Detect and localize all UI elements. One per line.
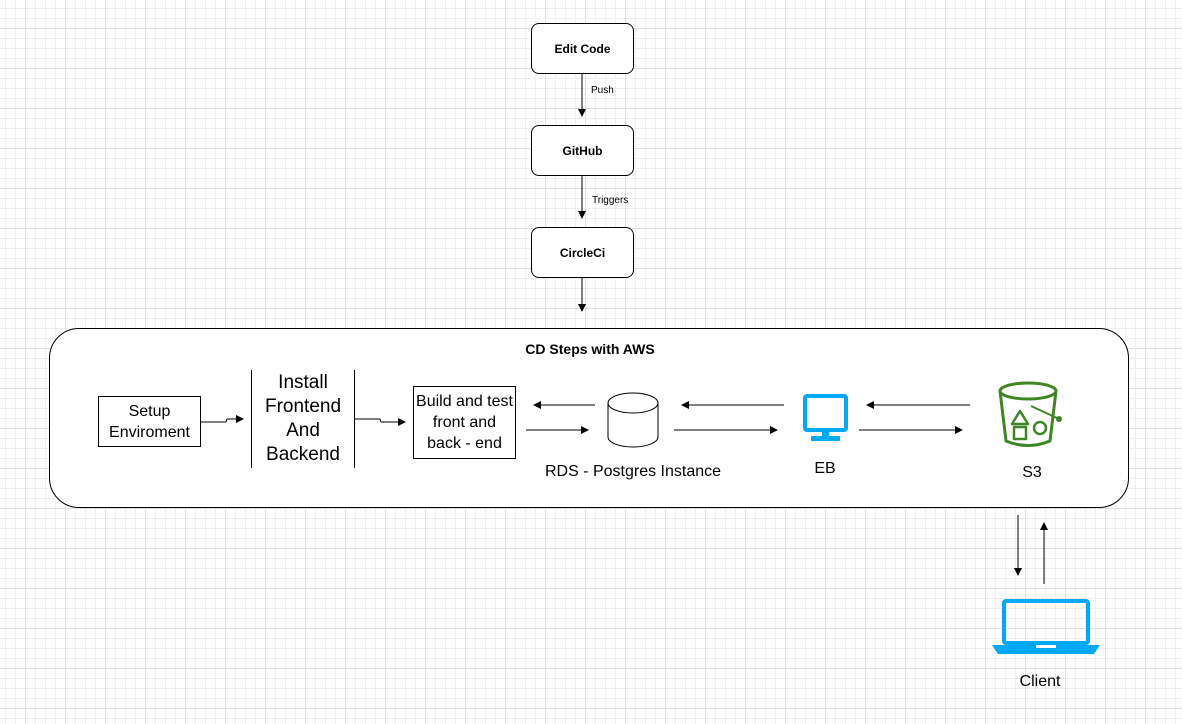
setup-environment-label: Setup Enviroment [109,402,190,441]
edit-code-label: Edit Code [554,41,611,56]
push-edge-label: Push [591,85,614,96]
install-dependencies-step: Install Frontend And Backend [251,370,355,468]
build-test-step: Build and test front and back - end [413,386,516,459]
cd-steps-container [49,328,1129,508]
github-node: GitHub [531,125,634,176]
circleci-label: CircleCi [559,245,606,260]
circleci-node: CircleCi [531,227,634,278]
github-label: GitHub [562,143,603,158]
rds-label: RDS - Postgres Instance [544,463,722,480]
build-test-label: Build and test front and back - end [416,393,513,452]
triggers-edge-label: Triggers [592,195,629,206]
edit-code-node: Edit Code [531,23,634,74]
client-label: Client [1019,673,1061,690]
setup-environment-step: Setup Enviroment [98,396,201,447]
install-dependencies-label: Install Frontend And Backend [264,372,342,465]
s3-label: S3 [1022,464,1042,481]
laptop-icon [992,599,1100,654]
eb-label: EB [814,460,836,477]
cd-steps-title: CD Steps with AWS [525,341,655,357]
